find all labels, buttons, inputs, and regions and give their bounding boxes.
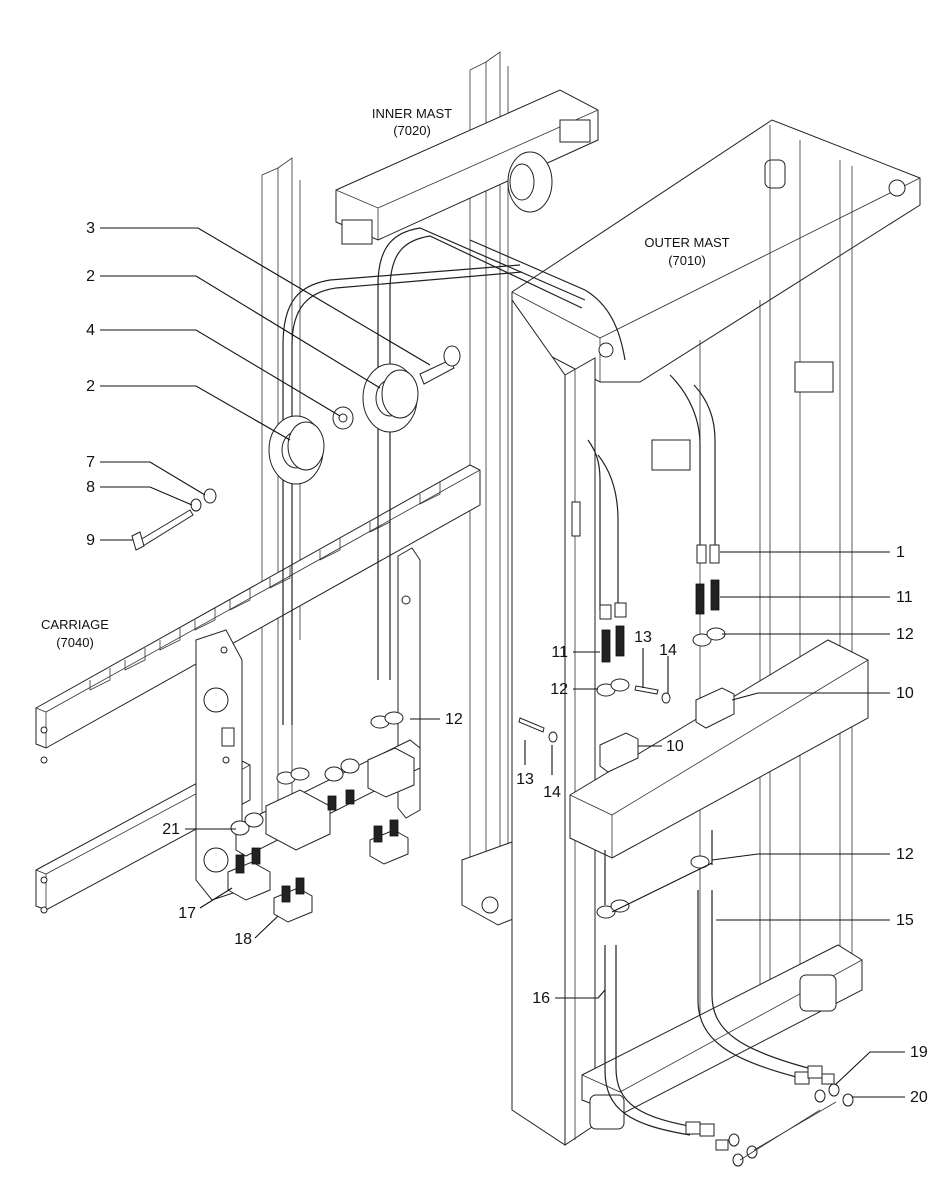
- callout-label: 8: [86, 479, 95, 496]
- outer-mast-code: (7010): [668, 253, 706, 268]
- callout-label: 21: [162, 821, 180, 838]
- carriage-caption: CARRIAGE: [41, 617, 109, 632]
- callout-label: 3: [86, 220, 95, 237]
- callout-label: 14: [543, 784, 561, 801]
- callout-label: 17: [178, 905, 196, 922]
- callout-label: 1: [896, 544, 905, 561]
- callout-label: 11: [896, 589, 913, 606]
- callout-label: 4: [86, 322, 95, 339]
- callout-label: 13: [516, 771, 534, 788]
- callout-label: 10: [896, 685, 914, 702]
- inner-mast-drawing: [261, 51, 599, 926]
- callout-label: 20: [910, 1089, 928, 1106]
- callout-numbers: 3 2 4 2 7 8 9 1 11 13 14 12 11 12 10 12 …: [86, 220, 928, 1106]
- callout-leaders: [100, 227, 905, 1098]
- outer-mast-caption: OUTER MAST: [644, 235, 729, 250]
- callout-label: 14: [659, 642, 677, 659]
- callout-label: 2: [86, 378, 95, 395]
- callout-label: 12: [896, 626, 914, 643]
- callout-label: 13: [634, 629, 652, 646]
- callout-label: 11: [551, 644, 568, 661]
- callout-label: 12: [550, 681, 568, 698]
- callout-label: 9: [86, 532, 95, 549]
- callout-label: 2: [86, 268, 95, 285]
- callout-label: 7: [86, 454, 95, 471]
- outer-mast-drawing: [511, 119, 921, 1146]
- hardware-parts: [131, 345, 854, 1167]
- callout-label: 16: [532, 990, 550, 1007]
- inner-mast-code: (7020): [393, 123, 431, 138]
- carriage-drawing: [35, 464, 481, 914]
- carriage-code: (7040): [56, 635, 94, 650]
- assembly-captions: INNER MAST (7020) OUTER MAST (7010) CARR…: [41, 106, 730, 650]
- callout-label: 10: [666, 738, 684, 755]
- callout-label: 15: [896, 912, 914, 929]
- callout-label: 12: [445, 711, 463, 728]
- inner-mast-caption: INNER MAST: [372, 106, 452, 121]
- callout-label: 19: [910, 1044, 928, 1061]
- hose-runs: [282, 227, 809, 1136]
- callout-label: 18: [234, 931, 252, 948]
- callout-label: 12: [896, 846, 914, 863]
